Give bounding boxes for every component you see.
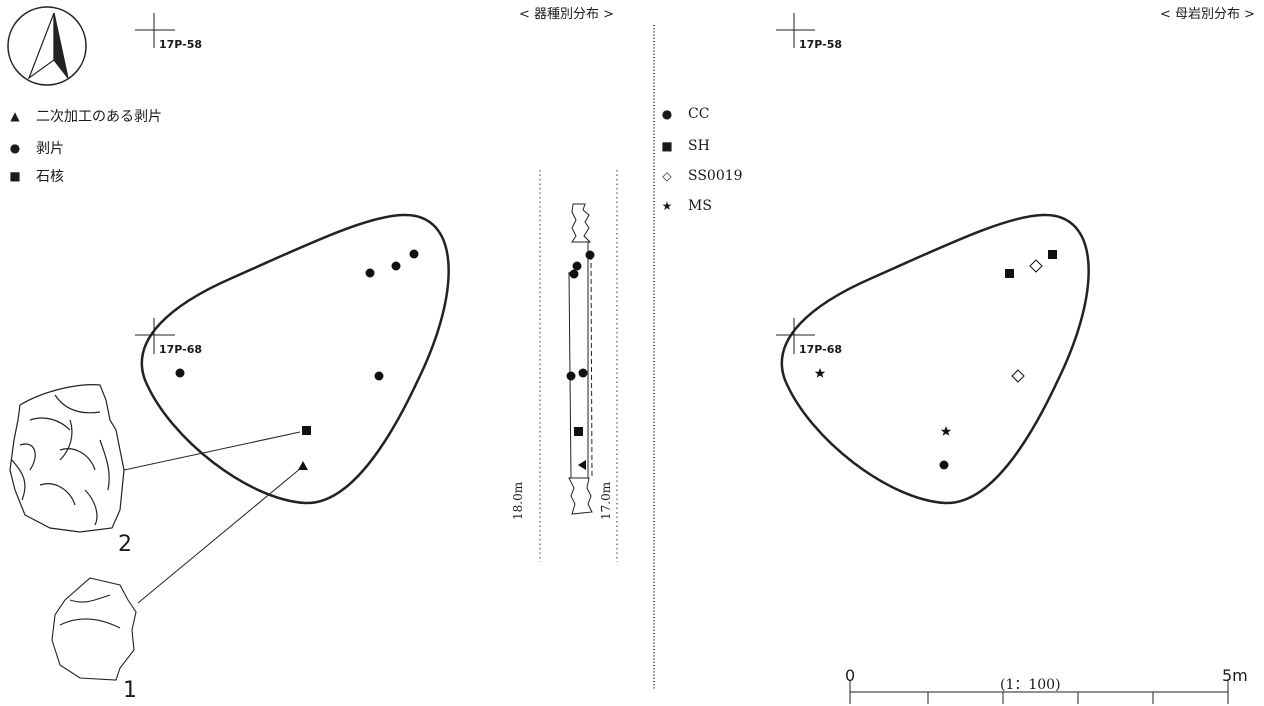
grid-cross-17p58-right [776,13,815,48]
legend-label: CC [688,106,710,122]
legend-item-retouched-flake: ▲ 二次加工のある剥片 [8,106,162,126]
sh-point [1005,269,1014,278]
retouched-flake-point [298,461,308,470]
north-arrow-icon [7,6,87,86]
artifact-label-1: 1 [123,678,137,703]
legend-label: SS0019 [688,168,743,184]
artifact-label-2: 2 [118,532,132,557]
grid-label-17p68-right: 17P-68 [799,343,843,356]
artifact-2-drawing [9,384,125,533]
star-icon: ★ [661,199,673,213]
flake-point [566,371,576,381]
leader-lines [123,431,302,604]
triangle-icon: ▲ [10,109,20,123]
points-right [814,250,1057,470]
flake-point [175,368,185,378]
section-level-left: 18.0m [511,481,525,520]
flake-point [572,261,582,271]
grid-cross-17p68-right [776,318,815,354]
flake-point [409,249,419,259]
ms-point [940,426,952,436]
legend-label: MS [688,198,712,214]
legend-item-core: ■ 石核 [8,166,64,186]
left-panel-title: < 器種別分布 > [519,7,615,22]
scale-start-label: 0 [845,666,856,685]
legend-label: SH [688,138,710,154]
legend-item-cc: ● CC [660,106,710,122]
legend-label: 二次加工のある剥片 [36,109,162,125]
retouched-flake-point [578,460,586,470]
grid-cross-17p68-left [135,318,175,354]
square-icon: ■ [661,139,673,153]
core-point [574,427,583,436]
grid-cross-17p58-left [135,13,175,48]
grid-label-17p58-left: 17P-58 [159,38,203,51]
section-profile [568,203,593,515]
section-level-right: 17.0m [599,481,613,520]
grid-label-17p58-right: 17P-58 [799,38,843,51]
scale-ratio-label: (1：100) [1000,677,1061,693]
flake-point [365,268,375,278]
flake-point [374,371,384,381]
flake-point [578,368,588,378]
legend-label: 剥片 [36,141,64,157]
circle-icon: ● [9,141,21,155]
core-point [302,426,311,435]
scale-bar [849,680,1229,704]
flake-point [585,250,595,260]
section-points [566,250,595,470]
sh-point [1048,250,1057,259]
legend-item-ss0019: ◇ SS0019 [660,168,743,184]
ms-point [814,368,826,378]
legend-label: 石核 [36,169,64,185]
flake-point [569,269,579,279]
ss0019-point [1029,259,1043,273]
legend-item-flake: ● 剥片 [8,138,64,158]
artifact-1-drawing [51,577,137,681]
ss0019-point [1011,369,1025,383]
cc-point [939,460,949,470]
circle-icon: ● [661,107,673,121]
distribution-outline-left [140,213,450,505]
scale-end-label: 5m [1222,666,1248,685]
right-panel-title: < 母岩別分布 > [1160,7,1256,22]
legend-item-ms: ★ MS [660,198,712,214]
points-left [175,249,419,470]
square-icon: ■ [9,169,21,183]
diamond-icon: ◇ [662,169,672,183]
flake-point [391,261,401,271]
grid-label-17p68-left: 17P-68 [159,343,203,356]
legend-item-sh: ■ SH [660,138,710,154]
distribution-outline-right [780,213,1090,505]
